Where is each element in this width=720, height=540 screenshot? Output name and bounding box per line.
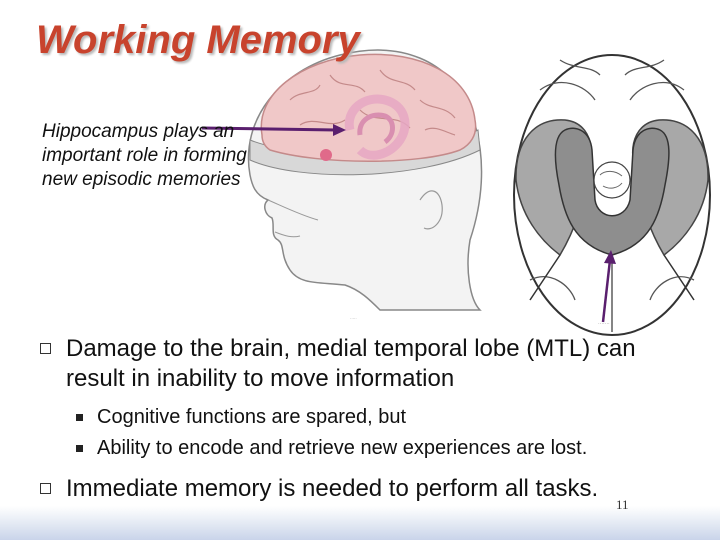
- svg-text:·······: ·······: [598, 321, 610, 327]
- hippocampus-caption: Hippocampus plays an important role in f…: [42, 121, 247, 190]
- sub-bullet-item: Ability to encode and retrieve new exper…: [76, 433, 587, 464]
- bullet-box-icon: [40, 343, 51, 354]
- bullet-box-icon: [40, 483, 51, 494]
- sub-bullet-list: Cognitive functions are spared, but Abil…: [76, 402, 587, 464]
- sub-bullet-text: Cognitive functions are spared, but: [97, 406, 407, 428]
- bullet-square-icon: [76, 414, 83, 421]
- bullet-text: Immediate memory is needed to perform al…: [66, 475, 599, 502]
- bullet-square-icon: [76, 445, 83, 452]
- head-illustration: ·····: [247, 49, 483, 321]
- bullet-item: Damage to the brain, medial temporal lob…: [40, 334, 700, 394]
- bullet-text: Damage to the brain, medial temporal lob…: [66, 335, 636, 392]
- brain-figure: ····· ·······: [201, 49, 711, 336]
- bullet-item: Immediate memory is needed to perform al…: [40, 474, 710, 504]
- svg-text:·····: ·····: [350, 316, 357, 321]
- arrow-icon: [201, 124, 616, 323]
- slide-title: Working Memory: [36, 18, 360, 62]
- ventral-brain-illustration: ·······: [513, 54, 711, 336]
- sub-bullet-item: Cognitive functions are spared, but: [76, 402, 587, 433]
- bottom-band: [0, 506, 720, 540]
- sub-bullet-text: Ability to encode and retrieve new exper…: [97, 437, 588, 459]
- page-number: 11: [616, 497, 629, 512]
